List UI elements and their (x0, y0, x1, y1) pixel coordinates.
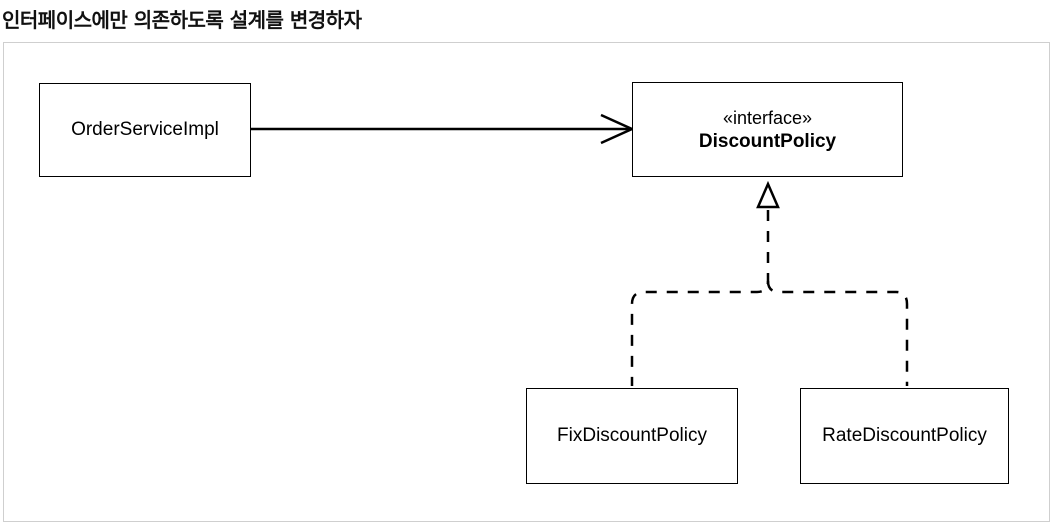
page-title: 인터페이스에만 의존하도록 설계를 변경하자 (2, 8, 362, 32)
fix-discount-policy-label: FixDiscountPolicy (557, 425, 707, 446)
rate-discount-policy-box: RateDiscountPolicy (800, 388, 1009, 484)
realization-branch-rate (766, 280, 909, 386)
realization-edges (630, 210, 909, 386)
rate-discount-policy-label: RateDiscountPolicy (822, 425, 987, 446)
association-edge-order-to-discount (250, 113, 636, 145)
realization-trunk (630, 210, 770, 386)
discount-policy-label: DiscountPolicy (698, 130, 837, 152)
interface-stereotype: «interface» (722, 107, 813, 128)
order-service-impl-box: OrderServiceImpl (39, 83, 251, 177)
discount-policy-interface-box: «interface» DiscountPolicy (632, 82, 903, 177)
order-service-impl-label: OrderServiceImpl (71, 119, 219, 140)
realization-arrowhead (756, 180, 780, 209)
fix-discount-policy-box: FixDiscountPolicy (526, 388, 738, 484)
